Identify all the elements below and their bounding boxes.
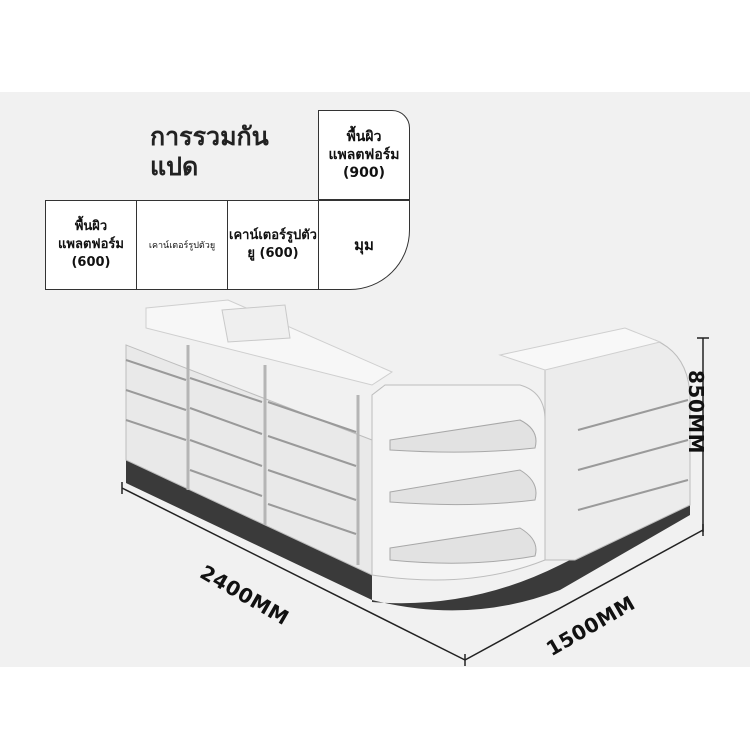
right-counter-top (498, 327, 662, 371)
corner-shelves (389, 419, 537, 564)
u-counter-600-cell: เคาน์เตอร์รูปตัวยู (600) (227, 200, 319, 290)
platform-surface-900-cell: พื้นผิวแพลตฟอร์ม (900) (318, 110, 410, 200)
base-plinth (126, 455, 690, 611)
u-counter-cell: เคาน์เตอร์รูปตัวยู (136, 200, 228, 290)
right-counter-shelves (577, 399, 689, 511)
height-dimension-label: 850MM (684, 370, 708, 455)
left-counter-dividers (186, 345, 360, 565)
combination-title: การรวมกันแปด (150, 122, 269, 181)
left-counter-shelves (125, 359, 357, 535)
left-raised-block (221, 304, 291, 343)
dimension-lines (121, 337, 709, 666)
left-counter-top (145, 299, 394, 386)
